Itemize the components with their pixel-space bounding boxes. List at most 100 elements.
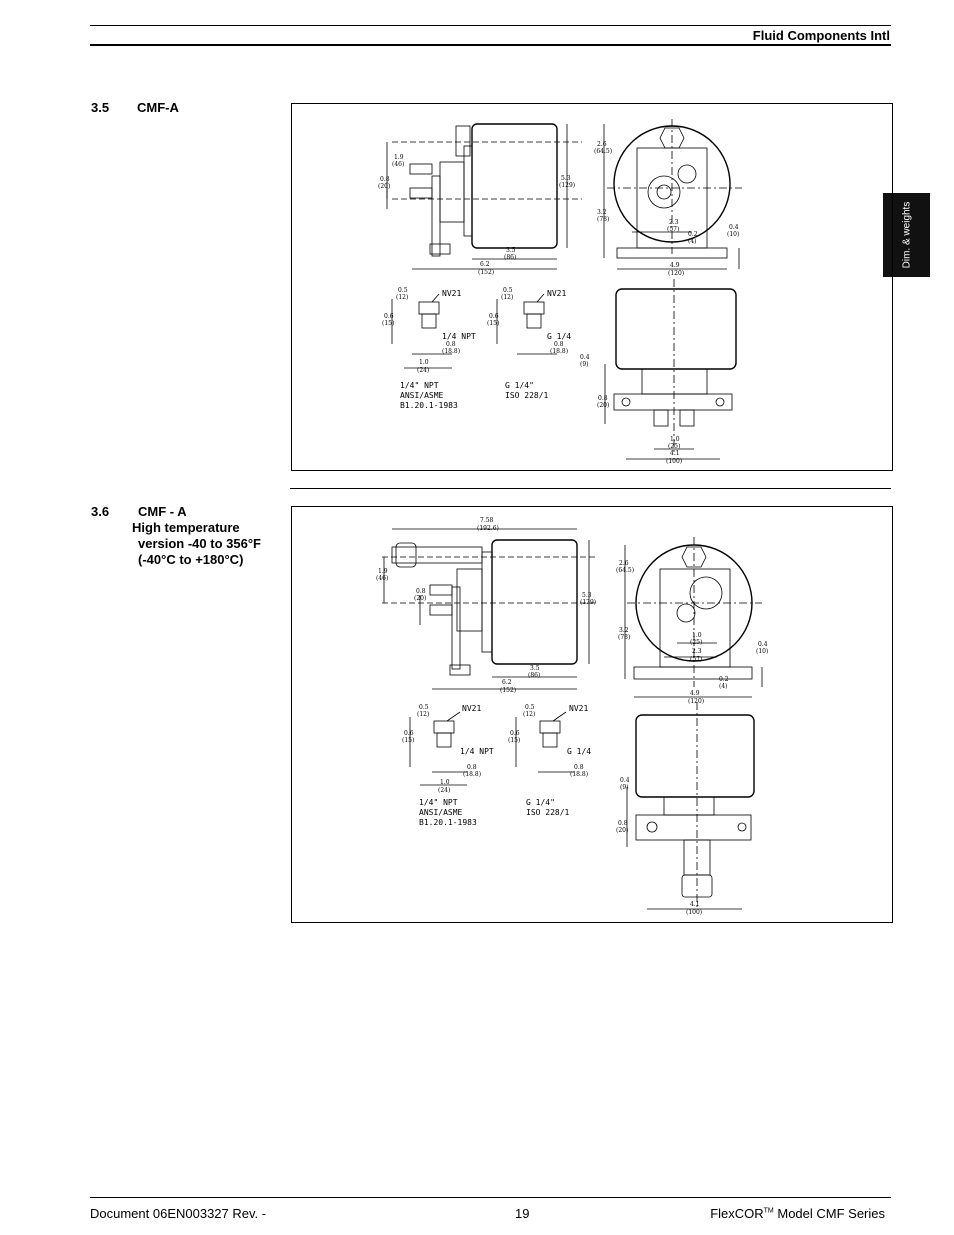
dim-label: 4.9 bbox=[690, 690, 700, 697]
mount-hole bbox=[737, 822, 747, 832]
connector-port bbox=[677, 164, 697, 184]
dim-label: (100) bbox=[686, 909, 702, 916]
dim-label: (64.5) bbox=[594, 148, 612, 155]
bracket-foot bbox=[449, 664, 471, 676]
dim-label: (120) bbox=[668, 270, 684, 277]
dim-label: 0.4 bbox=[758, 641, 768, 648]
side-fitting bbox=[409, 187, 433, 199]
section-title: CMF-A bbox=[137, 100, 179, 115]
bracket-leg bbox=[431, 175, 441, 257]
spec-note: B1.20.1-1983 bbox=[400, 401, 458, 410]
side-fitting bbox=[409, 163, 433, 175]
top-view-labels: 0.4 (9) 0.8 (20) 1.0 (25) 4.1 (100) bbox=[580, 354, 682, 465]
fitting-label: NV21 bbox=[442, 289, 461, 298]
drawing-frame-cmf-a-high-temp: 7.58 (192.6) 1.9 (46) 0.8 (20) 5.3 (129)… bbox=[291, 506, 893, 923]
fitting-body bbox=[418, 301, 440, 315]
dim-label: (78) bbox=[597, 216, 609, 223]
dim-label: (20) bbox=[597, 402, 609, 409]
side-tab-label: Dim. & weights bbox=[901, 201, 912, 269]
section-title: CMF - A High temperature version -40 to … bbox=[132, 504, 261, 568]
footer-rule bbox=[90, 1197, 891, 1198]
dim-label: (129) bbox=[580, 599, 596, 606]
spec-note: 1/4" NPT bbox=[400, 381, 439, 390]
connector bbox=[653, 409, 669, 427]
dim-label: 4.1 bbox=[670, 450, 680, 457]
spec-note: ANSI/ASME bbox=[400, 391, 444, 400]
document-number: Document 06EN003327 Rev. - bbox=[90, 1206, 267, 1221]
leader bbox=[536, 293, 545, 303]
side-tab: Dim. & weights bbox=[883, 193, 930, 277]
dim-label: (15) bbox=[487, 320, 499, 327]
dim-label: (18.8) bbox=[550, 348, 568, 355]
section-number: 3.6 bbox=[91, 504, 110, 519]
dim-label: 3.5 bbox=[530, 665, 540, 672]
dim-label: (18.8) bbox=[463, 771, 481, 778]
connector-port bbox=[676, 603, 696, 623]
spec-note: G 1/4" bbox=[526, 798, 555, 807]
section-title-line: (-40°C to +180°C) bbox=[138, 552, 244, 567]
fitting-label: NV21 bbox=[569, 704, 588, 713]
leader bbox=[552, 711, 567, 722]
drawing-frame-cmf-a: 1.9 (46) 0.8 (20) 5.3 (129) 3.5 (86) 6.2… bbox=[291, 103, 893, 471]
dim-label: 1.9 bbox=[394, 154, 404, 161]
dim-label: (25) bbox=[690, 639, 702, 646]
fitting-body bbox=[542, 732, 558, 748]
dim-label: (24) bbox=[417, 367, 429, 374]
side-view-labels: 7.58 (192.6) 1.9 (46) 0.8 (20) 5.3 (129)… bbox=[376, 517, 596, 694]
spec-note: G 1/4" bbox=[505, 381, 534, 390]
dim-label: (86) bbox=[528, 672, 540, 679]
dim-label: 0.2 bbox=[688, 231, 698, 238]
npt-fitting-detail bbox=[391, 293, 452, 369]
dim-label: (120) bbox=[688, 698, 704, 705]
dim-label: 0.6 bbox=[404, 730, 414, 737]
fitting-body bbox=[433, 720, 455, 734]
mount-hole bbox=[715, 397, 725, 407]
sensor-housing bbox=[491, 539, 578, 665]
dim-label: (100) bbox=[666, 458, 682, 465]
dim-label: 0.8 bbox=[574, 764, 584, 771]
dim-label: 1.0 bbox=[692, 632, 702, 639]
dim-label: (12) bbox=[523, 711, 535, 718]
dimension-drawing: 7.58 (192.6) 1.9 (46) 0.8 (20) 5.3 (129)… bbox=[376, 517, 768, 916]
front-view bbox=[624, 537, 763, 698]
dim-label: (9) bbox=[620, 784, 629, 791]
dim-label: 0.6 bbox=[510, 730, 520, 737]
dim-label: (25) bbox=[668, 443, 680, 450]
dim-label: 4.1 bbox=[690, 901, 700, 908]
dim-label: (10) bbox=[727, 231, 739, 238]
dim-label: 0.8 bbox=[416, 588, 426, 595]
thread-label: G 1/4 bbox=[547, 332, 571, 341]
housing-flange bbox=[481, 551, 493, 653]
dim-label: 2.6 bbox=[619, 560, 629, 567]
hex-plug bbox=[659, 127, 685, 149]
dim-label: (20) bbox=[414, 595, 426, 602]
dim-label: (18.8) bbox=[570, 771, 588, 778]
npt-labels: 0.5 (12) 0.6 (15) NV21 1/4 NPT 0.8 (18.8… bbox=[402, 704, 494, 827]
dim-label: 2.3 bbox=[669, 219, 679, 226]
dim-label: 0.8 bbox=[446, 341, 456, 348]
dim-label: 3.2 bbox=[619, 627, 629, 634]
side-view bbox=[386, 123, 582, 270]
bracket-leg bbox=[451, 586, 461, 670]
leader bbox=[446, 711, 461, 722]
dim-label: 0.8 bbox=[618, 820, 628, 827]
trademark-mark: TM bbox=[763, 1207, 774, 1215]
dim-label: 0.8 bbox=[598, 395, 608, 402]
dim-label: 6.2 bbox=[480, 261, 490, 268]
mount-hole bbox=[621, 397, 631, 407]
dim-label: 0.4 bbox=[729, 224, 739, 231]
dim-label: 0.8 bbox=[467, 764, 477, 771]
dim-label: (152) bbox=[500, 687, 516, 694]
thread-label: 1/4 NPT bbox=[442, 332, 476, 341]
dim-label: 0.5 bbox=[398, 287, 408, 294]
dim-label: (64.5) bbox=[616, 567, 634, 574]
sensor-housing bbox=[471, 123, 558, 249]
dim-label: 3.5 bbox=[506, 247, 516, 254]
dim-label: (12) bbox=[417, 711, 429, 718]
header-rule-top bbox=[90, 25, 891, 26]
dim-label: (57) bbox=[690, 656, 702, 663]
dim-label: 0.4 bbox=[580, 354, 590, 361]
side-fitting bbox=[429, 604, 453, 616]
header-rule-bottom bbox=[90, 44, 891, 46]
top-fitting bbox=[455, 125, 471, 157]
